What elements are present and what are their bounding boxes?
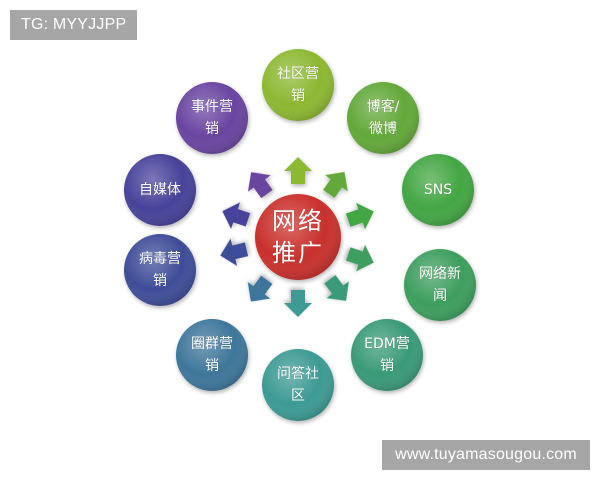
arrow-icon-news <box>343 240 379 276</box>
node-circle-community <box>262 49 334 121</box>
arrow-icon-blog <box>317 163 356 202</box>
node-circle-viral <box>124 234 196 306</box>
arrow-icon-event <box>239 163 279 203</box>
arrow-icon-edm <box>318 270 358 310</box>
arrow-icon-circle <box>239 271 279 310</box>
center-circle <box>255 194 341 280</box>
node-circle-news <box>404 249 476 321</box>
node-circle-sns <box>402 154 474 226</box>
node-circle-circle <box>176 319 248 391</box>
arrow-icon-self-media <box>217 197 253 234</box>
watermark-top-left: TG: MYYJJPP <box>10 10 138 40</box>
node-circle-qa <box>262 349 334 421</box>
node-circle-self-media <box>124 154 196 226</box>
node-circle-edm <box>351 319 423 391</box>
node-circle-event <box>176 82 248 154</box>
watermark-bottom-right: www.tuyamasougou.com <box>382 440 590 470</box>
arrow-icon-community <box>284 157 312 184</box>
arrow-icon-viral <box>216 235 250 270</box>
node-circle-blog <box>347 82 419 154</box>
arrow-icon-qa <box>284 290 312 317</box>
arrow-icon-sns <box>343 198 379 234</box>
